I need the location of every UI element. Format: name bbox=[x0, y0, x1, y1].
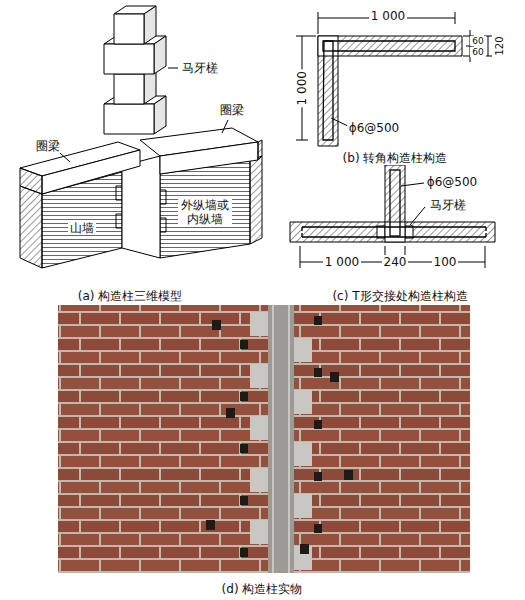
dimension-tick bbox=[296, 140, 308, 141]
column-teeth bbox=[250, 312, 268, 336]
dimension-line bbox=[488, 36, 489, 56]
column-tooth bbox=[377, 226, 385, 238]
dimension-tick bbox=[455, 12, 456, 24]
column-tooth-block bbox=[154, 96, 166, 134]
ring-beam-end bbox=[20, 168, 42, 194]
dimension-label: 240 bbox=[382, 255, 409, 269]
leader-line bbox=[222, 120, 228, 133]
tie-bar bbox=[390, 170, 400, 236]
column-teeth bbox=[250, 416, 268, 440]
toothed-column-stack bbox=[104, 6, 166, 134]
dimension-label: 1 000 bbox=[323, 255, 361, 269]
column-teeth bbox=[314, 472, 322, 481]
dimension-label: 120 bbox=[494, 34, 506, 57]
dimension-tick bbox=[300, 246, 301, 268]
column-teeth bbox=[226, 408, 235, 418]
part-label: 外纵墙或内纵墙 bbox=[178, 198, 232, 227]
column-teeth bbox=[344, 470, 353, 480]
figure-caption: (b) 转角构造柱构造 bbox=[341, 151, 450, 165]
column-teeth bbox=[206, 520, 215, 530]
column-tooth-block bbox=[144, 6, 156, 44]
column-tooth-block bbox=[154, 36, 166, 74]
column-teeth bbox=[314, 316, 322, 325]
column-tooth bbox=[405, 226, 413, 238]
column-section bbox=[318, 36, 338, 56]
figure-caption: (c) T形交接处构造柱构造 bbox=[330, 289, 469, 303]
dimension-label: 1 000 bbox=[369, 9, 407, 23]
column-teeth bbox=[206, 312, 353, 570]
column-tooth-block bbox=[104, 44, 154, 74]
leader-line bbox=[410, 207, 425, 225]
column-tooth-block bbox=[114, 74, 144, 104]
column-teeth bbox=[240, 496, 248, 505]
dimension-tick bbox=[318, 12, 319, 34]
part-label: 山墙 bbox=[68, 221, 96, 235]
stirrup bbox=[323, 41, 333, 51]
column-teeth bbox=[314, 368, 322, 377]
column-teeth bbox=[330, 372, 339, 382]
t-junction-column-plan bbox=[290, 165, 495, 268]
ring-beam-front bbox=[42, 150, 140, 194]
gable-wall-end bbox=[20, 186, 42, 268]
column-3d-model bbox=[20, 6, 262, 268]
leader-line bbox=[168, 68, 178, 69]
wall-section bbox=[290, 165, 495, 242]
dimension-label: 60 bbox=[470, 36, 485, 47]
longitudinal-wall-end bbox=[250, 156, 262, 244]
part-label: 马牙槎 bbox=[180, 61, 220, 75]
leader-line bbox=[401, 183, 424, 186]
column-body bbox=[122, 156, 160, 258]
column-teeth bbox=[300, 544, 309, 554]
figure-caption: (a) 构造柱三维模型 bbox=[76, 289, 185, 303]
part-label: 马牙槎 bbox=[428, 198, 468, 212]
rebar bbox=[288, 305, 290, 573]
concrete-column bbox=[268, 305, 294, 573]
brick-wall bbox=[58, 305, 470, 573]
column-teeth bbox=[240, 392, 248, 401]
column-photo bbox=[58, 305, 470, 573]
column-teeth bbox=[212, 320, 221, 330]
column-tooth-block bbox=[104, 104, 154, 134]
column-teeth bbox=[250, 520, 268, 544]
column-tooth-block bbox=[114, 6, 156, 44]
column-teeth bbox=[294, 338, 312, 362]
part-label: 圈梁 bbox=[218, 103, 246, 117]
corner-column-plan bbox=[296, 12, 492, 146]
figure-caption: (d) 构造柱实物 bbox=[220, 582, 305, 596]
column-teeth bbox=[314, 524, 322, 533]
dimension-label: 60 bbox=[470, 47, 485, 58]
ring-beam-front bbox=[160, 142, 258, 174]
dimension-tick bbox=[296, 36, 316, 37]
column-teeth bbox=[116, 186, 166, 232]
column-teeth bbox=[294, 442, 312, 466]
column-teeth bbox=[294, 494, 312, 518]
dimension-label: 100 bbox=[432, 255, 459, 269]
column-teeth bbox=[240, 340, 248, 349]
dimension-label: 1 000 bbox=[295, 69, 309, 107]
column-section bbox=[385, 222, 405, 242]
part-label: 圈梁 bbox=[34, 139, 62, 153]
rebar-label: ϕ6@500 bbox=[347, 121, 401, 135]
column-teeth bbox=[250, 468, 268, 492]
rebar bbox=[272, 305, 274, 573]
wall-section bbox=[318, 36, 462, 146]
longitudinal-wall-face bbox=[160, 160, 250, 258]
column-teeth bbox=[240, 444, 248, 453]
column-teeth bbox=[240, 548, 248, 557]
leader-line bbox=[331, 118, 348, 126]
leader-line bbox=[60, 153, 70, 162]
column-teeth bbox=[294, 390, 312, 414]
dimension-tick bbox=[485, 246, 486, 268]
tie-bar bbox=[323, 41, 455, 140]
column-teeth bbox=[314, 420, 322, 429]
column-tooth-block bbox=[114, 14, 144, 44]
tie-bar bbox=[302, 227, 486, 237]
rebar-label: ϕ6@500 bbox=[425, 175, 479, 189]
column-teeth bbox=[250, 364, 268, 388]
ring-beam-end bbox=[258, 140, 262, 160]
